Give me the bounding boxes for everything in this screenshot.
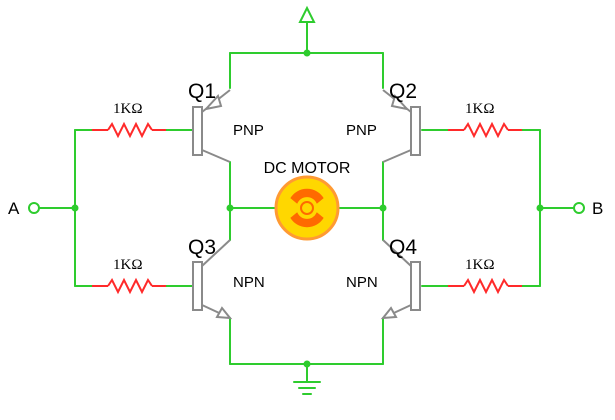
resistor-r3-label: 1KΩ bbox=[113, 257, 142, 273]
terminal-b-label: B bbox=[592, 199, 603, 218]
motor-shaft-icon bbox=[300, 201, 314, 215]
dc-motor bbox=[274, 175, 340, 241]
resistor-r1-label: 1KΩ bbox=[113, 101, 142, 117]
resistor-r4 bbox=[448, 277, 522, 295]
transistor-q2-type: PNP bbox=[346, 122, 377, 139]
junction-motor-right bbox=[379, 204, 387, 212]
resistor-r2-label: 1KΩ bbox=[465, 101, 494, 117]
transistor-q2-label: Q2 bbox=[389, 80, 417, 103]
resistor-r2 bbox=[448, 121, 522, 139]
supply-arrow-icon bbox=[298, 5, 316, 23]
terminal-a-connector[interactable] bbox=[28, 202, 40, 214]
junctions bbox=[71, 49, 544, 368]
junction-right-bus bbox=[536, 204, 544, 212]
resistor-r3 bbox=[92, 277, 166, 295]
transistor-q3 bbox=[192, 239, 233, 320]
transistor-q3-type: NPN bbox=[233, 274, 265, 291]
junction-motor-left bbox=[226, 204, 234, 212]
transistor-q4 bbox=[380, 239, 421, 320]
resistor-r4-label: 1KΩ bbox=[465, 257, 494, 273]
motor-arc-top-icon bbox=[290, 188, 324, 204]
transistor-q4-type: NPN bbox=[346, 274, 378, 291]
transistor-q2 bbox=[382, 89, 421, 163]
junction-bottom bbox=[303, 360, 311, 368]
transistor-q3-label: Q3 bbox=[188, 236, 216, 259]
junction-top bbox=[303, 49, 311, 57]
resistor-r1 bbox=[92, 121, 166, 139]
motor-label: DC MOTOR bbox=[264, 160, 351, 177]
motor-arc-bottom-icon bbox=[290, 212, 324, 228]
transistor-q1 bbox=[192, 89, 231, 163]
terminal-b-connector[interactable] bbox=[573, 202, 585, 214]
ground-icon bbox=[293, 381, 321, 395]
transistor-q1-type: PNP bbox=[233, 122, 264, 139]
transistor-q1-label: Q1 bbox=[188, 80, 216, 103]
transistor-q4-label: Q4 bbox=[389, 236, 417, 259]
terminal-a-label: A bbox=[8, 199, 20, 218]
junction-left-bus bbox=[71, 204, 79, 212]
